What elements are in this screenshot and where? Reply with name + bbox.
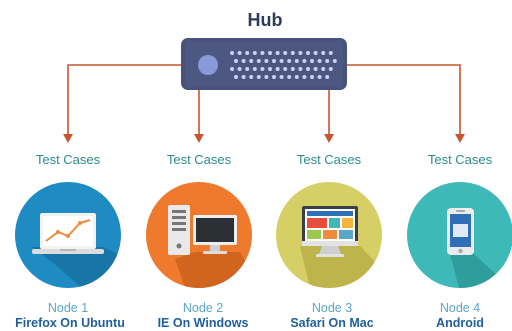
hub-port-dot bbox=[264, 75, 269, 79]
node-3-icon bbox=[276, 182, 382, 288]
hub-port-dot bbox=[290, 67, 295, 71]
hub-port-dot bbox=[230, 67, 234, 71]
hub-port-dot bbox=[234, 59, 238, 63]
test-cases-label-2: Test Cases bbox=[166, 152, 232, 167]
hub-port-dot bbox=[230, 51, 234, 55]
hub-port-dot bbox=[256, 75, 261, 79]
hub-port-dot bbox=[287, 59, 292, 63]
hub-port-dot bbox=[249, 59, 254, 63]
node-3-label: Node 3 bbox=[311, 301, 353, 315]
hub-port-dot bbox=[306, 67, 310, 71]
hub-port-dot bbox=[252, 67, 257, 71]
arrow-node-4 bbox=[346, 64, 461, 135]
node-2-label: Node 2 bbox=[182, 301, 224, 315]
hub-port-dot bbox=[298, 67, 303, 71]
hub-port-dot bbox=[294, 59, 299, 63]
hub-ports bbox=[230, 51, 337, 79]
hub-port-dot bbox=[249, 75, 254, 79]
hub-port-dot bbox=[279, 75, 284, 79]
hub-port-dot bbox=[245, 51, 250, 55]
hub-port-dot bbox=[306, 51, 310, 55]
hub-port-dot bbox=[328, 51, 333, 55]
hub-port-dot bbox=[283, 51, 288, 55]
hub-device bbox=[181, 38, 347, 90]
hub-port-dot bbox=[283, 67, 288, 71]
hub-port-dot bbox=[275, 67, 280, 71]
test-cases-label-1: Test Cases bbox=[35, 152, 101, 167]
test-cases-label-3: Test Cases bbox=[296, 152, 362, 167]
hub-port-dot bbox=[302, 75, 307, 79]
hub-port-dot bbox=[317, 75, 322, 79]
hub-port-dot bbox=[313, 67, 318, 71]
node-4-label: Node 4 bbox=[439, 301, 481, 315]
hub-port-dot bbox=[287, 75, 292, 79]
hub-port-dot bbox=[241, 75, 246, 79]
hub-port-dot bbox=[234, 75, 238, 79]
hub-port-dot bbox=[268, 51, 272, 55]
hub-port-dot bbox=[325, 75, 330, 79]
hub-port-dot bbox=[272, 59, 276, 63]
hub-port-dot bbox=[321, 67, 326, 71]
connector-arrows bbox=[67, 64, 461, 135]
node-3-platform: Safari On Mac bbox=[290, 316, 374, 330]
arrow-head-3 bbox=[324, 134, 334, 143]
hub-port-dot bbox=[302, 59, 307, 63]
arrow-head-1 bbox=[63, 134, 73, 143]
hub-port-dot bbox=[290, 51, 295, 55]
hub-port-dot bbox=[241, 59, 246, 63]
hub-port-dot bbox=[310, 75, 314, 79]
hub-port-dot bbox=[264, 59, 269, 63]
node-4-platform: Android bbox=[436, 316, 484, 330]
hub-port-dot bbox=[245, 67, 250, 71]
node-1-icon bbox=[15, 182, 121, 288]
hub-port-dot bbox=[260, 51, 265, 55]
hub-port-dot bbox=[237, 51, 242, 55]
hub-port-dot bbox=[237, 67, 242, 71]
hub-port-dot bbox=[313, 51, 318, 55]
hub-port-dot bbox=[252, 51, 257, 55]
hub-port-dot bbox=[268, 67, 272, 71]
hub-port-dot bbox=[294, 75, 299, 79]
arrow-head-4 bbox=[455, 134, 465, 143]
arrow-node-1 bbox=[67, 64, 181, 135]
hub-port-dot bbox=[298, 51, 303, 55]
hub-port-dot bbox=[310, 59, 314, 63]
arrow-heads bbox=[63, 134, 465, 143]
hub-port-dot bbox=[260, 67, 265, 71]
hub-port-dot bbox=[256, 59, 261, 63]
hub-port-dot bbox=[321, 51, 326, 55]
hub-port-dot bbox=[317, 59, 322, 63]
test-cases-label-4: Test Cases bbox=[427, 152, 493, 167]
hub-port-dot bbox=[325, 59, 330, 63]
node-1-label: Node 1 bbox=[47, 301, 89, 315]
hub-port-dot bbox=[272, 75, 276, 79]
hub-port-dot bbox=[275, 51, 280, 55]
hub-port-dot bbox=[279, 59, 284, 63]
hub-port-dot bbox=[328, 67, 333, 71]
node-2-platform: IE On Windows bbox=[157, 316, 249, 330]
node-4-icon bbox=[407, 182, 512, 288]
node-1-platform: Firefox On Ubuntu bbox=[15, 316, 125, 330]
hub-bezel bbox=[185, 42, 343, 86]
hub-title: Hub bbox=[247, 10, 283, 30]
hub-port-dot bbox=[332, 59, 337, 63]
arrow-head-2 bbox=[194, 134, 204, 143]
hub-power-button bbox=[198, 55, 218, 75]
